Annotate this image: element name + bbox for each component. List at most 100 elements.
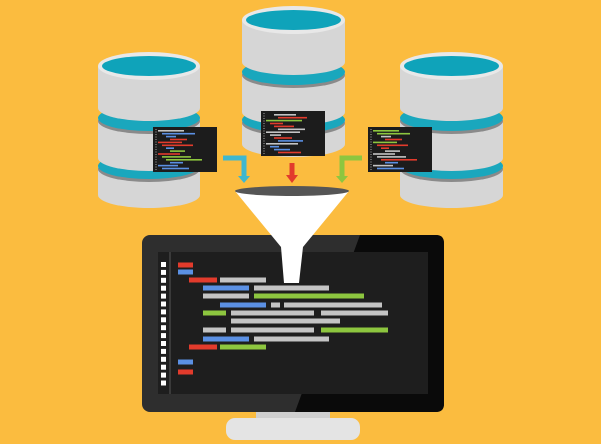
- database-segment: [242, 20, 345, 75]
- arrow-head: [336, 176, 348, 183]
- gutter-marker: [161, 269, 166, 275]
- arrow-cyan-icon: [223, 155, 247, 177]
- code-line: [231, 310, 314, 316]
- gutter-marker: [161, 317, 166, 323]
- code-line: [274, 125, 294, 128]
- code-line: [278, 140, 303, 142]
- gutter-marker: [161, 341, 166, 346]
- gutter-marker: [161, 364, 166, 370]
- code-line: [373, 164, 393, 167]
- gutter-marker: [161, 325, 166, 331]
- code-line: [278, 116, 307, 119]
- code-line: [189, 277, 217, 283]
- gutter-marker: [161, 356, 166, 362]
- code-line: [266, 143, 298, 145]
- code-snippet-panel: [261, 111, 325, 156]
- monitor-base: [226, 418, 360, 440]
- code-line: [385, 138, 402, 141]
- code-line: [170, 161, 183, 164]
- code-line: [377, 144, 408, 147]
- database-top: [246, 10, 341, 30]
- database-top: [102, 56, 196, 76]
- code-line: [381, 147, 389, 149]
- code-line: [170, 150, 185, 152]
- arrow-head: [238, 176, 250, 183]
- code-line: [203, 310, 226, 316]
- funnel-mouth: [235, 186, 349, 196]
- code-line: [381, 135, 391, 138]
- code-line: [162, 156, 191, 158]
- code-line: [377, 132, 410, 135]
- code-line: [271, 302, 280, 308]
- code-line: [162, 144, 193, 147]
- code-line: [220, 344, 266, 350]
- code-line: [220, 302, 266, 308]
- code-line: [189, 344, 217, 350]
- code-line: [158, 141, 182, 144]
- code-line: [381, 159, 417, 161]
- code-line: [270, 145, 279, 148]
- code-line: [162, 167, 189, 170]
- gutter-marker: [161, 301, 166, 307]
- code-line: [278, 128, 305, 131]
- code-line: [231, 318, 340, 324]
- database-segment: [400, 66, 503, 121]
- arrow-head: [286, 175, 298, 183]
- code-line: [266, 119, 302, 122]
- code-line: [162, 132, 195, 135]
- funnel-icon: [235, 191, 349, 283]
- code-line: [377, 167, 404, 170]
- code-line: [158, 153, 180, 155]
- code-line: [203, 336, 249, 342]
- code-line: [178, 269, 193, 275]
- code-line: [274, 148, 290, 151]
- code-line: [377, 156, 406, 158]
- code-line: [278, 151, 301, 154]
- code-line: [373, 153, 395, 155]
- database-top: [404, 56, 499, 76]
- code-line: [166, 147, 174, 149]
- code-line: [231, 327, 314, 333]
- gutter-marker: [161, 293, 166, 299]
- code-line: [158, 164, 178, 167]
- gutter-marker: [161, 380, 166, 386]
- gutter-marker: [161, 277, 166, 283]
- code-snippet-panel: [153, 127, 217, 172]
- code-line: [203, 327, 226, 333]
- code-line: [284, 302, 382, 308]
- code-line: [203, 293, 249, 299]
- code-line: [220, 277, 266, 283]
- gutter-marker: [161, 372, 166, 378]
- code-line: [270, 134, 281, 136]
- code-line: [321, 310, 388, 316]
- arrow-red-icon: [289, 163, 295, 176]
- code-line: [274, 114, 296, 116]
- code-line: [178, 359, 193, 365]
- code-line: [373, 130, 399, 132]
- code-line: [254, 336, 329, 342]
- code-line: [170, 138, 187, 141]
- gutter-marker: [161, 348, 166, 354]
- code-snippet-panel: [368, 127, 432, 172]
- code-line: [266, 131, 300, 133]
- code-line: [166, 135, 176, 138]
- gutter-marker: [161, 262, 166, 267]
- code-line: [178, 262, 193, 268]
- code-line: [385, 150, 400, 152]
- code-line: [254, 293, 364, 299]
- code-line: [321, 327, 388, 333]
- gutter-marker: [161, 285, 166, 291]
- arrow-green-icon: [339, 155, 362, 177]
- code-line: [385, 161, 398, 164]
- code-line: [158, 130, 184, 132]
- code-line: [274, 137, 292, 139]
- database-segment: [98, 66, 200, 121]
- gutter-marker: [161, 309, 166, 315]
- code-line: [203, 285, 249, 291]
- code-line: [178, 369, 193, 375]
- code-line: [254, 285, 329, 291]
- code-line: [166, 159, 202, 161]
- code-line: [373, 141, 397, 144]
- code-line: [270, 122, 283, 125]
